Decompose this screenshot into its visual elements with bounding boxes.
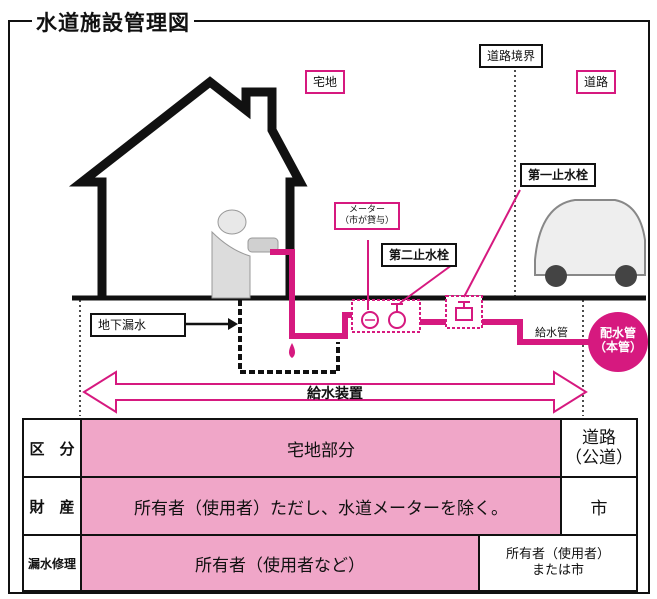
row-head-leak-repair: 漏水修理: [22, 534, 82, 592]
valve-icon: [388, 311, 406, 329]
label-distribution-main: 配水管 （本管）: [592, 326, 644, 354]
label-supply-pipe: 給水管: [535, 326, 568, 339]
cell-road-public: 道路 （公道）: [560, 418, 638, 478]
house-icon: [68, 76, 308, 296]
row-head-property: 財 産: [22, 476, 82, 536]
page-title: 水道施設管理図: [32, 7, 194, 37]
person-washing-icon: [211, 209, 279, 299]
label-meter-line1: メーター: [349, 205, 386, 215]
diagram-frame: [8, 20, 650, 594]
label-supply-device: 給水装置: [307, 386, 363, 402]
supply-device-arrow: [82, 370, 588, 414]
row-head-division: 区 分: [22, 418, 82, 478]
cell-city: 市: [560, 476, 638, 536]
label-first-valve: 第一止水栓: [520, 163, 597, 187]
label-road-boundary: 道路境界: [479, 44, 544, 68]
cell-residential-part: 宅地部分: [80, 418, 562, 478]
responsibility-table: 区 分 宅地部分 道路 （公道） 財 産 所有者（使用者）ただし、水道メーターを…: [22, 418, 638, 592]
water-drop-icon: [289, 343, 295, 358]
table-row: 漏水修理 所有者（使用者など） 所有者（使用者） または市: [22, 534, 638, 592]
label-takuchi: 宅地: [305, 70, 346, 94]
table-row: 区 分 宅地部分 道路 （公道）: [22, 418, 638, 478]
underground-leak-box: [238, 300, 340, 374]
label-underground-leak: 地下漏水: [90, 313, 186, 337]
cell-owner-except-meter: 所有者（使用者）ただし、水道メーターを除く。: [80, 476, 562, 536]
water-facility-diagram: [68, 70, 648, 416]
distribution-main-badge: [588, 312, 648, 372]
water-pipe: [270, 249, 360, 339]
label-doro: 道路: [576, 70, 617, 94]
table-row: 財 産 所有者（使用者）ただし、水道メーターを除く。 市: [22, 476, 638, 536]
frame-right-edge: [648, 20, 650, 594]
label-second-valve: 第二止水栓: [381, 243, 458, 267]
frame-bottom-edge: [8, 592, 650, 594]
cell-owner-or-city: 所有者（使用者） または市: [478, 534, 638, 592]
label-meter-line2: （市が貸与）: [340, 216, 395, 226]
valve-icon: [455, 307, 473, 321]
car-icon: [534, 199, 646, 287]
pointer-line-second-valve: [399, 261, 457, 304]
label-meter: メーター （市が貸与）: [334, 202, 401, 230]
label-distribution-main-1: 配水管: [599, 326, 636, 340]
label-distribution-main-2: （本管）: [593, 340, 642, 354]
pointer-line-first-valve: [463, 189, 521, 298]
cell-owner-user-etc: 所有者（使用者など）: [80, 534, 480, 592]
